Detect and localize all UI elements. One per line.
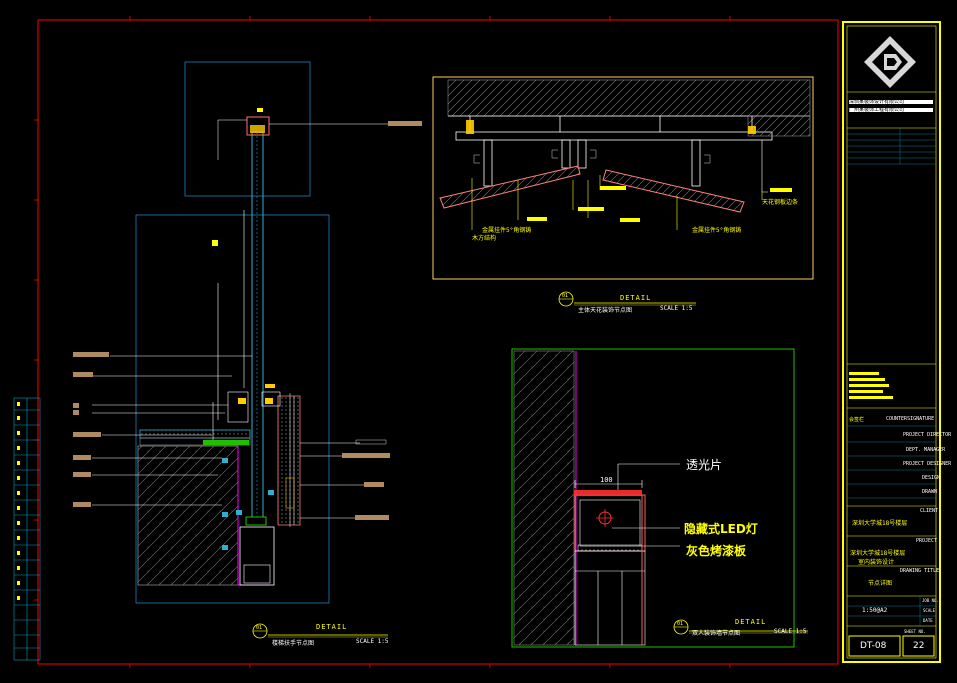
- role-drawn: DRAWN: [922, 489, 938, 495]
- detail-left-subtitle: 楼梯扶手节点图: [272, 640, 315, 647]
- svg-text:金属挂件5°角钢铸: 金属挂件5°角钢铸: [482, 226, 531, 234]
- diamond-logo-icon: [864, 36, 916, 88]
- scale-label: SCALE: [923, 608, 936, 613]
- callout-dimension: 100: [600, 476, 613, 484]
- detail-bottom-right-drawing: [511, 348, 795, 648]
- sheet-border: [34, 16, 839, 668]
- scale-value: 1:50@A2: [862, 607, 888, 614]
- date-label: DATE: [923, 618, 933, 623]
- detail-left-number: 01: [256, 625, 263, 631]
- revision-strip: [13, 397, 41, 661]
- svg-text:天花钢板边条: 天花钢板边条: [762, 198, 798, 206]
- sign-label: 会签栏: [849, 417, 865, 423]
- sheet-number: 22: [913, 641, 925, 651]
- client-name: 深圳大学城18号楼层: [852, 520, 908, 527]
- callout-translucent: 透光片: [686, 458, 723, 472]
- client-label: CLIENT: [920, 508, 939, 514]
- role-project-designer: PROJECT DESIGNER: [903, 461, 952, 467]
- drawing-number: DT-08: [860, 641, 887, 651]
- detail-left-scale: SCALE 1:5: [356, 638, 389, 645]
- detail-left-drawing: [73, 61, 422, 604]
- detail-top-right-subtitle: 主体天花装饰节点图: [578, 307, 633, 314]
- drawing-title-label: DRAWING TITLE: [900, 568, 940, 574]
- project-label: PROJECT: [916, 538, 938, 544]
- detail-bottom-right-subtitle: 双人装饰墙节点图: [692, 630, 741, 637]
- callout-panel: 灰色烤漆板: [686, 544, 747, 558]
- callout-led: 隐藏式LED灯: [684, 522, 758, 536]
- project-name-1: 深圳大学城18号楼层: [850, 550, 906, 557]
- role-design: DESIGN: [922, 475, 941, 481]
- sheet-label: SHEET NO.: [904, 629, 926, 634]
- detail-top-right-number: 01: [562, 293, 569, 299]
- detail-top-right-drawing: 金属挂件5°角钢铸 木方结构 金属挂件5°角钢铸 天花钢板边条: [432, 76, 814, 280]
- titleblock-frame: [842, 21, 941, 663]
- company-line-2: 广州某装饰工程有限公司: [849, 107, 905, 113]
- detail-top-right-scale: SCALE 1:5: [660, 305, 693, 312]
- detail-bottom-right-number: 01: [677, 621, 684, 627]
- drawing-title: 节点详图: [868, 580, 893, 587]
- company-line-1: 深圳某装饰设计有限公司: [849, 99, 905, 105]
- svg-text:金属挂件5°角钢铸: 金属挂件5°角钢铸: [692, 226, 741, 234]
- countersignature-label: COUNTERSIGNATURE: [886, 416, 935, 422]
- job-label: JOB NO.: [922, 598, 939, 603]
- project-name-2: 室内装饰设计: [858, 559, 895, 566]
- detail-top-right-title: DETAIL: [620, 294, 652, 302]
- detail-markers: [252, 291, 808, 639]
- detail-bottom-right-scale: SCALE 1:5: [774, 628, 807, 635]
- detail-left-title: DETAIL: [316, 623, 348, 631]
- role-dept-manager: DEPT. MANAGER: [906, 447, 946, 453]
- svg-text:木方结构: 木方结构: [472, 234, 496, 242]
- role-project-director: PROJECT DIRECTOR: [903, 432, 952, 438]
- detail-bottom-right-title: DETAIL: [735, 618, 767, 626]
